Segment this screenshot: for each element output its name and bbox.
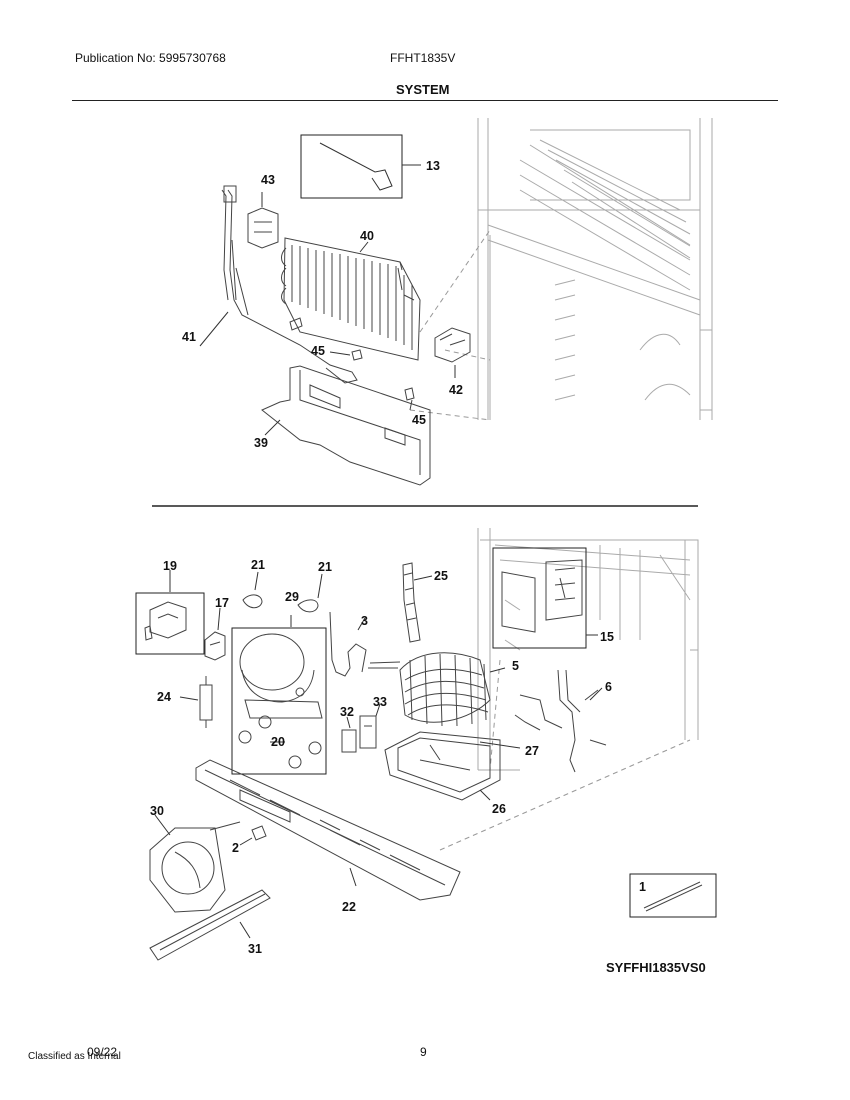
callout-29: 29: [285, 590, 299, 604]
callout-13: 13: [426, 159, 440, 173]
machine-compartment-base: [196, 760, 460, 900]
header-rule: [72, 100, 778, 101]
evaporator-coil: [284, 238, 420, 360]
part-1-box: [630, 874, 716, 917]
callout-27: 27: [525, 744, 539, 758]
callout-45: 45: [311, 344, 325, 358]
callout-17: 17: [215, 596, 229, 610]
callout-21: 21: [251, 558, 265, 572]
condenser-fan-shroud: [150, 828, 225, 912]
callout-30: 30: [150, 804, 164, 818]
callout-40: 40: [360, 229, 374, 243]
callout-41: 41: [182, 330, 196, 344]
callout-24: 24: [157, 690, 171, 704]
cabinet-back-outline: [478, 528, 698, 770]
callout-33: 33: [373, 695, 387, 709]
part-13-box: [301, 135, 402, 198]
part-15-box: [493, 548, 586, 648]
callout-43: 43: [261, 173, 275, 187]
footer-date: 09/22: [87, 1045, 118, 1059]
callout-5: 5: [512, 659, 519, 673]
drawing-code: SYFFHI1835VS0: [606, 960, 706, 975]
callout-39: 39: [254, 436, 268, 450]
model-number: FFHT1835V: [390, 51, 456, 65]
callout-19: 19: [163, 559, 177, 573]
callout-3: 3: [361, 614, 368, 628]
callout-6: 6: [605, 680, 612, 694]
callout-1: 1: [639, 880, 646, 894]
section-title: SYSTEM: [396, 82, 450, 97]
part-19-box: [136, 593, 204, 654]
publication-number: Publication No: 5995730768: [75, 51, 226, 65]
page-number: 9: [420, 1045, 427, 1059]
callout-22: 22: [342, 900, 356, 914]
callout-45-lower: 45: [412, 413, 426, 427]
callout-42: 42: [449, 383, 463, 397]
callout-2: 2: [232, 841, 239, 855]
classification-stamp: Classified as Internal: [28, 1051, 121, 1062]
freezer-cabinet-outline: [478, 118, 712, 420]
evaporator-cover: [262, 366, 430, 485]
callout-20: 20: [271, 735, 285, 749]
callout-25: 25: [434, 569, 448, 583]
callout-26: 26: [492, 802, 506, 816]
compressor-group-box: [232, 628, 326, 774]
condenser-coil: [400, 653, 490, 722]
callout-32: 32: [340, 705, 354, 719]
drain-pan: [385, 732, 500, 800]
callout-15: 15: [600, 630, 614, 644]
callout-31: 31: [248, 942, 262, 956]
callout-21-right: 21: [318, 560, 332, 574]
